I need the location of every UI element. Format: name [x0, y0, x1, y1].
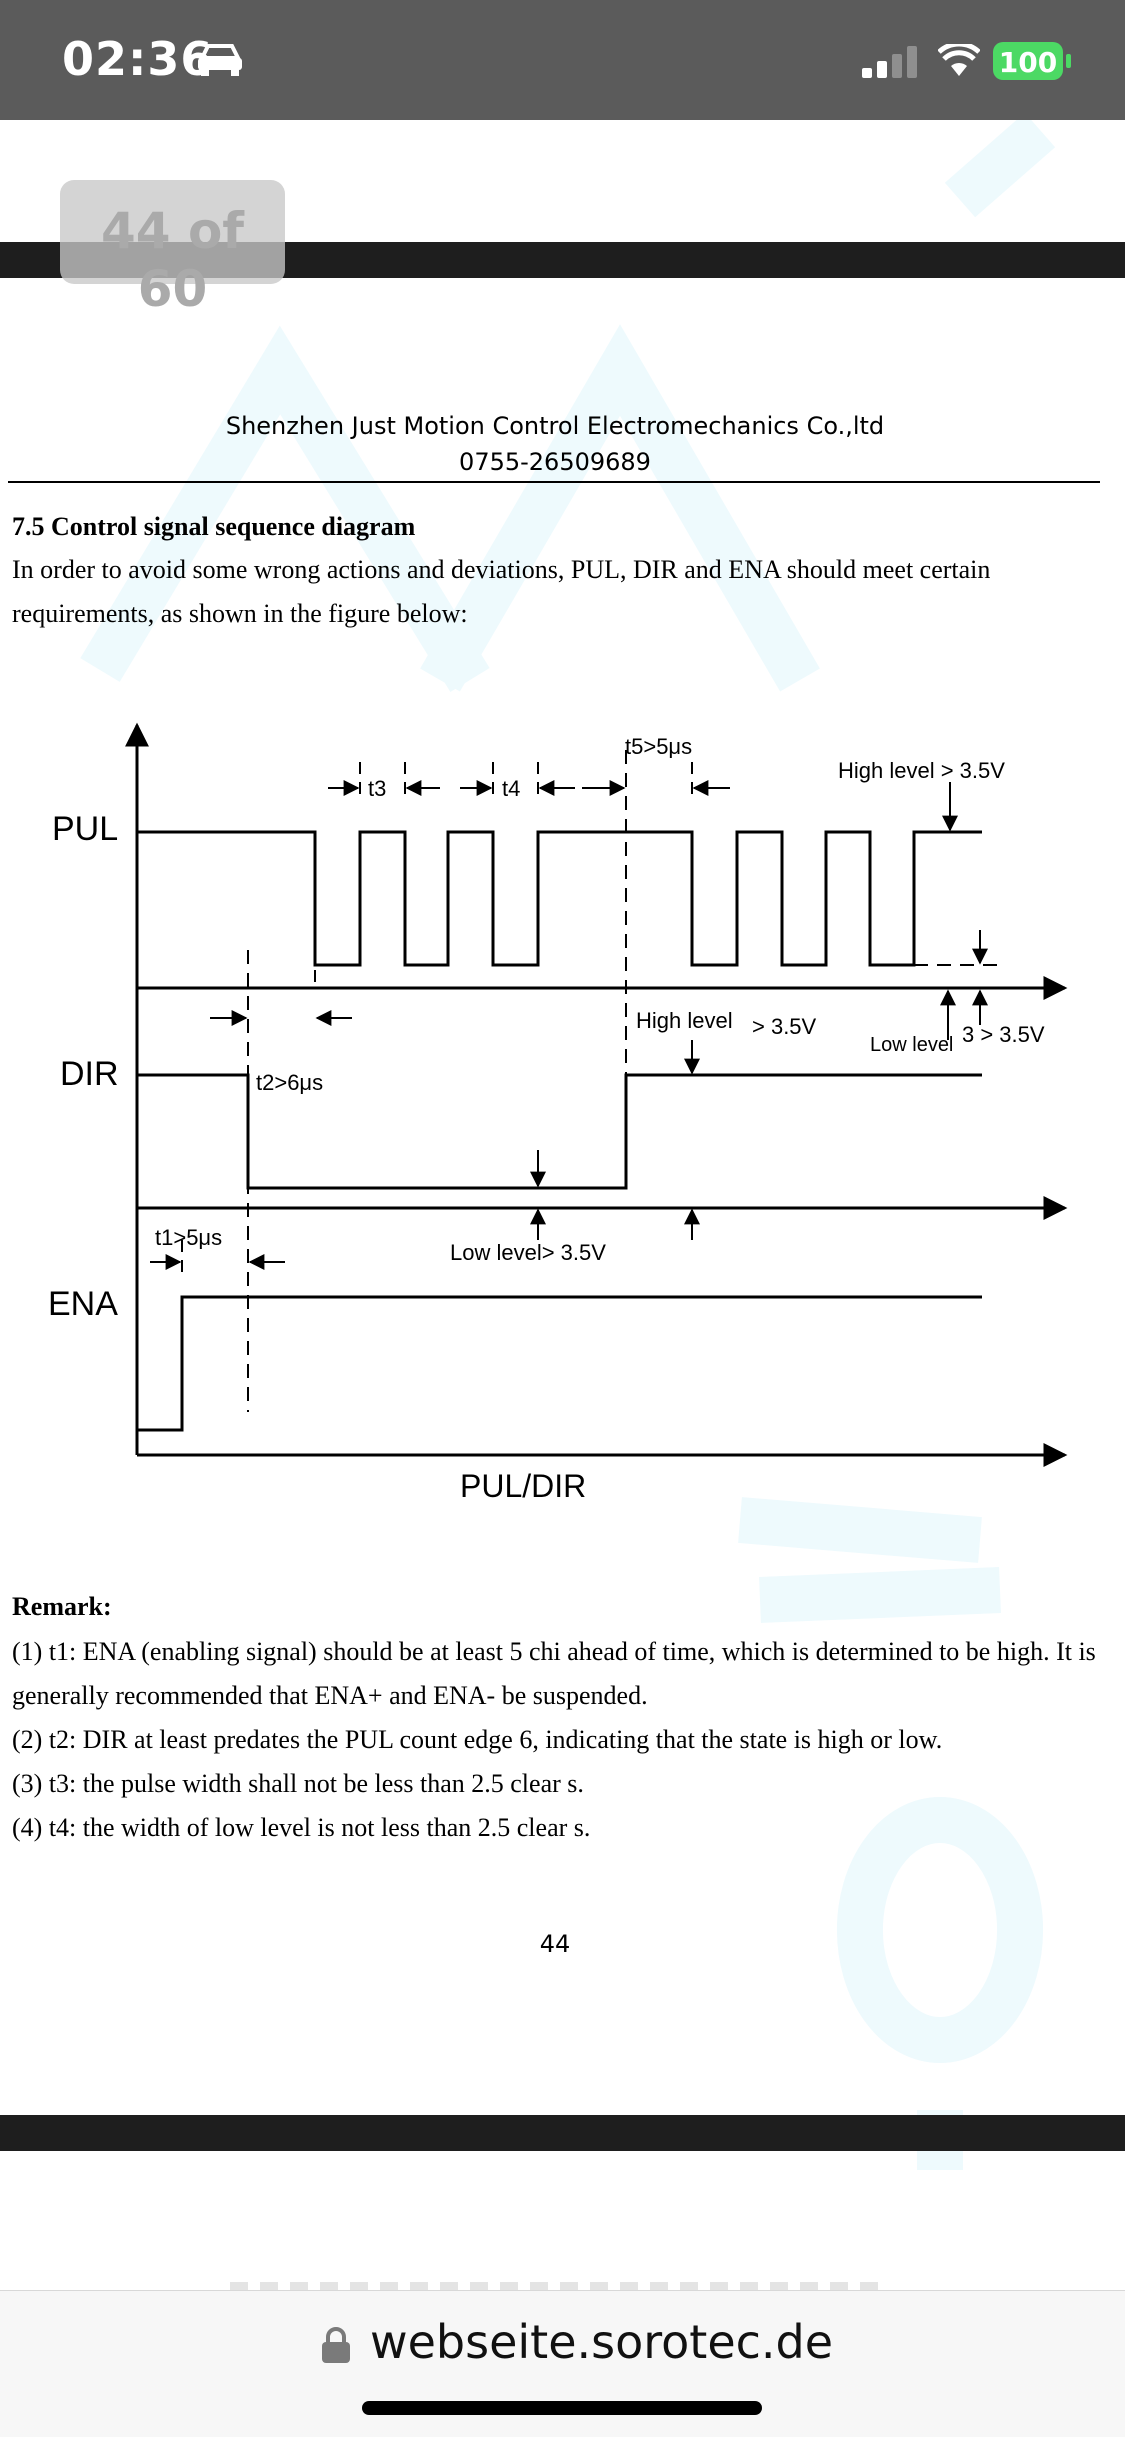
label-high-level-dir: High level	[636, 1008, 733, 1033]
url-text[interactable]: webseite.sorotec.de	[370, 2315, 834, 2369]
header-rule	[8, 481, 1100, 483]
page-number: 44	[539, 1930, 571, 1958]
label-low-level-pul: Low level	[870, 1034, 953, 1056]
label-low-level-pul-value: 3 > 3.5V	[962, 1022, 1045, 1047]
label-x-axis: PUL/DIR	[460, 1468, 586, 1504]
ena-waveform	[137, 1295, 982, 1432]
label-low-level-dir: Low level> 3.5V	[450, 1240, 606, 1265]
page-indicator-text: 44 of 60	[100, 202, 245, 318]
battery-level: 100	[998, 46, 1058, 79]
page-indicator: 44 of 60	[60, 180, 285, 318]
home-indicator[interactable]	[362, 2401, 762, 2415]
remark-item: (4) t4: the width of low level is not le…	[12, 1813, 591, 1842]
label-t3: t3	[368, 776, 386, 801]
company-name: Shenzhen Just Motion Control Electromech…	[225, 412, 885, 440]
next-page-header-faint	[230, 2282, 880, 2290]
remark-item: (1) t1: ENA (enabling signal) should be …	[12, 1637, 1096, 1710]
intro-paragraph: In order to avoid some wrong actions and…	[12, 555, 991, 628]
label-t5: t5>5μs	[625, 734, 692, 759]
label-t1: t1>5μs	[155, 1225, 222, 1250]
status-time: 02:36	[62, 32, 214, 86]
status-bar: 02:36 100	[0, 0, 1125, 120]
dir-waveform	[137, 1073, 982, 1190]
signal-label-pul: PUL	[52, 810, 118, 848]
lock-icon	[322, 2327, 350, 2363]
signal-label-ena: ENA	[48, 1285, 118, 1323]
page-separator-bottom	[0, 2115, 1125, 2151]
label-t4: t4	[502, 776, 520, 801]
browser-address-bar[interactable]: webseite.sorotec.de	[0, 2290, 1125, 2437]
remark-title: Remark:	[12, 1592, 112, 1621]
car-icon	[198, 44, 242, 76]
battery-icon: 100	[993, 42, 1063, 80]
pul-waveform	[137, 830, 982, 967]
signal-label-dir: DIR	[60, 1055, 119, 1093]
label-t2: t2>6μs	[256, 1070, 323, 1095]
company-phone: 0755-26509689	[459, 448, 651, 476]
section-title: 7.5 Control signal sequence diagram	[12, 512, 416, 541]
remark-item: (3) t3: the pulse width shall not be les…	[12, 1769, 584, 1798]
label-high-level-pul: High level > 3.5V	[838, 758, 1005, 783]
battery-tip	[1066, 54, 1071, 68]
timing-diagram: PUL DIR ENA t3 t4 t5>5μs High level > 3.…	[48, 722, 1068, 1504]
remark-item: (2) t2: DIR at least predates the PUL co…	[12, 1725, 943, 1754]
label-high-level-dir-value: > 3.5V	[752, 1014, 817, 1039]
remark-list: (1) t1: ENA (enabling signal) should be …	[12, 1630, 1107, 1850]
cellular-signal-icon	[862, 46, 917, 78]
wifi-icon	[938, 44, 980, 76]
